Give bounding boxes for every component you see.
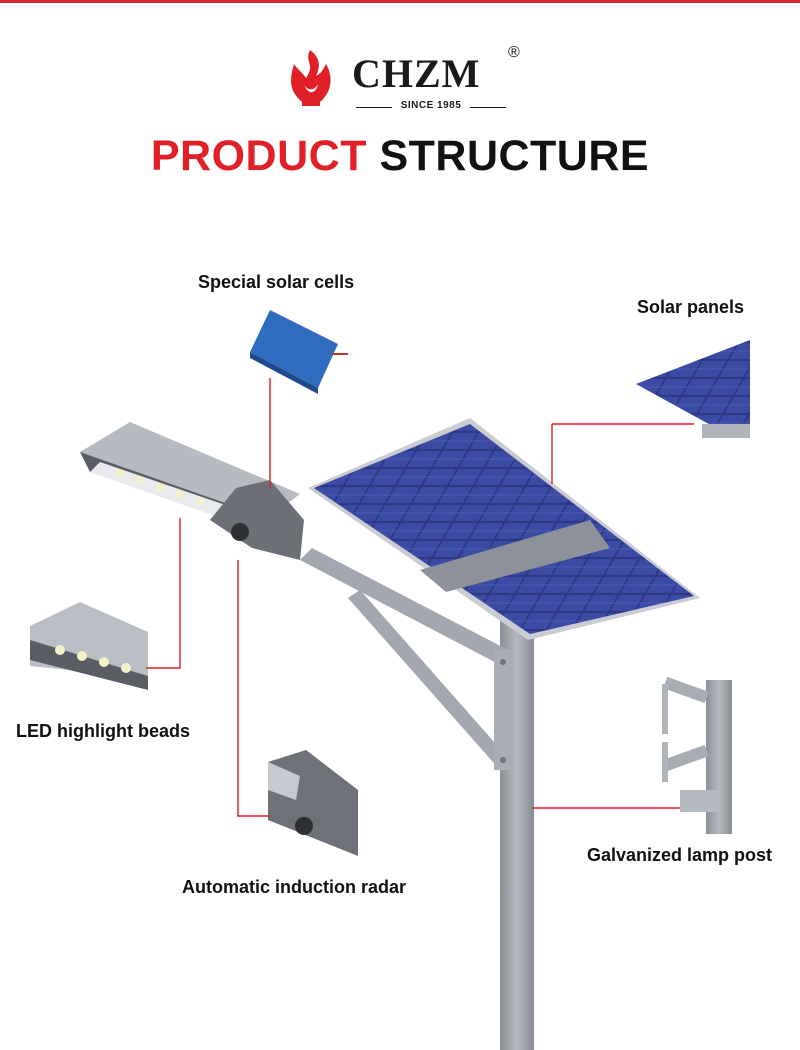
leader-lines (146, 378, 694, 817)
battery-image (250, 310, 348, 394)
page-title: PRODUCT STRUCTURE (0, 132, 800, 181)
since-text: SINCE 1985 (400, 100, 462, 111)
title-part-red: PRODUCT (150, 132, 367, 180)
leader-radar (237, 560, 270, 817)
solar-panel (314, 424, 694, 634)
brand-logo: CHZM ® SINCE 1985 (276, 44, 536, 116)
leader-led (146, 518, 181, 669)
brand-name: CHZM (352, 51, 481, 96)
label-lamp-post: Galvanized lamp post (587, 845, 773, 865)
arm-brace (348, 590, 510, 770)
solar-panel-inset (636, 340, 750, 438)
lamp-head (80, 422, 304, 560)
label-led-beads: LED highlight beads (16, 721, 190, 741)
lamp-arm (300, 548, 512, 668)
tagline-rule-left (356, 107, 392, 108)
post-inset (662, 676, 732, 834)
led-inset (30, 602, 148, 690)
label-radar: Automatic induction radar (182, 877, 407, 897)
registered-mark: ® (508, 44, 520, 61)
flame-logo-icon (291, 50, 331, 106)
label-solar-panels: Solar panels (637, 297, 745, 317)
title-part-black: STRUCTURE (379, 132, 650, 180)
top-accent-line (0, 0, 800, 3)
radar-sensor-icon (231, 523, 249, 541)
radar-inset (268, 750, 358, 856)
tagline-rule-right (470, 107, 506, 108)
since-tagline: SINCE 1985 (356, 100, 506, 114)
label-solar-cells: Special solar cells (198, 272, 355, 292)
